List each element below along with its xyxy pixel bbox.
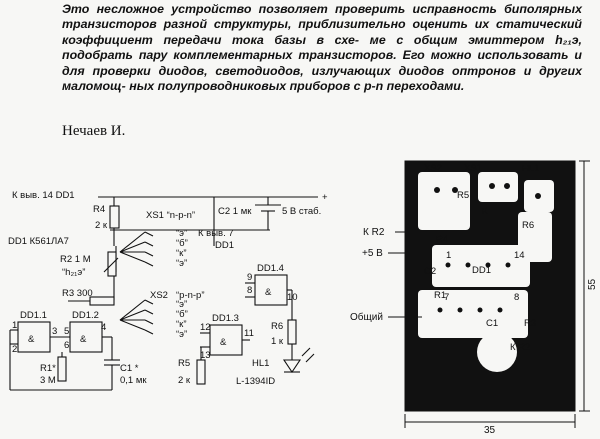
- pcb-pin-1: 1: [446, 250, 451, 261]
- abstract-line: ме с общим эмиттером h₂₁э, подобрать пар…: [62, 32, 582, 63]
- pin-number: 2: [12, 344, 17, 355]
- pcb-kr2-label: К R2: [510, 342, 530, 353]
- gate-symbol: &: [80, 334, 87, 345]
- pcb-hl1-label: HL1: [522, 163, 539, 174]
- pin-number: 5: [64, 326, 69, 337]
- vcc-label: К выв. 14 DD1: [12, 190, 75, 201]
- xs1-label: XS1 “n-p-n”: [146, 210, 195, 221]
- r1-label: R1*: [40, 363, 56, 374]
- pcb-xs2-label: XS2: [424, 163, 442, 174]
- dd11-label: DD1.1: [20, 310, 47, 321]
- pcb-kr2-side-label: К R2: [363, 227, 385, 238]
- schematic-labels: К выв. 14 DD1 + DD1 К561ЛА7 R4 2 к R2 1 …: [8, 190, 328, 387]
- gate-symbol: &: [28, 334, 35, 345]
- ground-label-2: DD1: [215, 240, 234, 251]
- c1-label: C1 *: [120, 363, 139, 374]
- r6-value: 1 к: [271, 336, 284, 347]
- battery-label: 5 В стаб.: [282, 206, 321, 217]
- r2-sublabel: “h₂₁э”: [62, 267, 85, 278]
- pin-label: “б”: [176, 238, 188, 249]
- pin-number: 4: [101, 322, 106, 333]
- pcb-layout: XS2 XS1 HL1 R5 R6 R4 DD1 C2 R1 C1 R3 К R…: [350, 160, 598, 436]
- pin-label: “к”: [176, 248, 186, 259]
- abstract-line: Это несложное устройство позволяет прове…: [62, 2, 497, 16]
- pin-number: 12: [200, 322, 211, 333]
- r6-label: R6: [271, 321, 283, 332]
- pin-number: 1: [12, 320, 17, 331]
- abstract-line: светодиодов, излучающих диодов оптронов …: [62, 63, 582, 94]
- figure: К выв. 14 DD1 + DD1 К561ЛА7 R4 2 к R2 1 …: [8, 160, 598, 436]
- ground-label: К выв. 7: [198, 228, 234, 239]
- dd13-label: DD1.3: [212, 313, 239, 324]
- r4-label: R4: [93, 204, 105, 215]
- dd14-label: DD1.4: [257, 263, 284, 274]
- gate-symbol: &: [265, 287, 272, 298]
- abstract-line: транзисторов. Его можно использовать и д…: [62, 48, 582, 78]
- c1-value: 0,1 мк: [120, 375, 147, 386]
- pcb-pin-7: 7: [444, 292, 449, 303]
- pcb-r6-label: R6: [522, 220, 534, 231]
- pcb-dd1-label: DD1: [472, 265, 491, 276]
- r2-label: R2 1 М: [60, 254, 91, 265]
- pin-number: 9: [247, 272, 252, 283]
- pin-number: 11: [244, 328, 254, 339]
- pin-number: 13: [200, 350, 211, 361]
- xs2-sublabel: “p-n-p”: [176, 290, 205, 301]
- abstract-line: оценить их статический коэффициент перед…: [62, 17, 582, 47]
- pin-label: “к”: [176, 319, 186, 330]
- circuit-schematic: [9, 196, 318, 391]
- pcb-xs1-label: XS1: [464, 163, 482, 174]
- r5-label: R5: [178, 358, 190, 369]
- r5-value: 2 к: [178, 375, 191, 386]
- pcb-pin-14: 14: [514, 250, 525, 261]
- pcb-r1-label: R1: [434, 290, 446, 301]
- pcb-common-label: Общий: [350, 311, 383, 323]
- pcb-r5-label: R5: [457, 190, 469, 201]
- xs2-label: XS2: [150, 290, 168, 301]
- pin-number: 3: [52, 326, 57, 337]
- gate-symbol: &: [220, 337, 227, 348]
- abstract-line: ных полупроводниковых приборов с p-n пер…: [129, 79, 465, 94]
- pin-number: 6: [64, 340, 69, 351]
- pin-label: “э”: [176, 329, 187, 340]
- abstract-line: биполярных транзисторов разной структуры…: [62, 2, 582, 32]
- pin-label: “э”: [176, 299, 187, 310]
- plus-label: +: [322, 192, 328, 203]
- author-name: Нечаев И.: [62, 123, 126, 139]
- pin-number: 8: [247, 285, 252, 296]
- pcb-height-dim: 55: [587, 278, 598, 290]
- pcb-k-label: К: [482, 206, 488, 217]
- pcb-r3-label: R3: [524, 318, 536, 329]
- pcb-width-dim: 35: [484, 425, 496, 436]
- pcb-pin-8: 8: [514, 292, 519, 303]
- c2-label: C2 1 мк: [218, 206, 252, 217]
- pcb-c1-label: C1: [486, 318, 498, 329]
- chip-label: DD1 К561ЛА7: [8, 236, 69, 247]
- r3-label: R3 300: [62, 288, 93, 299]
- pin-number: 10: [287, 292, 298, 303]
- pcb-c2-label: C2: [424, 266, 436, 277]
- dd12-label: DD1.2: [72, 310, 99, 321]
- pin-label: “э”: [176, 228, 187, 239]
- pcb-5v-label: +5 В: [362, 248, 383, 259]
- hl1-value: L-1394ID: [236, 376, 275, 387]
- hl1-label: HL1: [252, 358, 269, 369]
- abstract-paragraph: Это несложное устройство позволяет прове…: [62, 2, 582, 94]
- pin-label: “б”: [176, 309, 188, 320]
- pcb-r4-label: R4: [436, 234, 448, 245]
- r1-value: 3 М: [40, 375, 56, 386]
- pin-label: “э”: [176, 258, 187, 269]
- r4-value: 2 к: [95, 220, 108, 231]
